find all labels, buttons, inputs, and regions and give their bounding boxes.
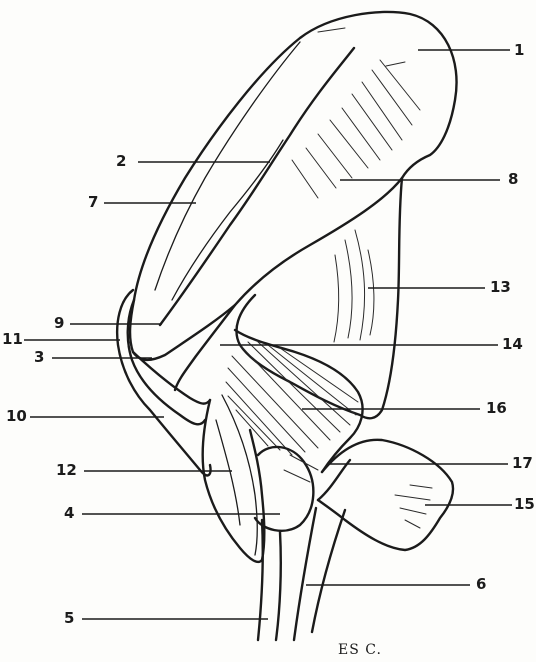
- leader-lines: [24, 50, 512, 619]
- label-13: 13: [490, 278, 511, 296]
- label-17: 17: [512, 454, 533, 472]
- radius-bone: [258, 520, 263, 640]
- label-4: 4: [64, 504, 74, 522]
- triceps-outline: [236, 178, 402, 418]
- deltoid-outline: [130, 12, 457, 360]
- label-16: 16: [486, 399, 507, 417]
- label-3: 3: [34, 348, 44, 366]
- label-7: 7: [88, 193, 98, 211]
- label-15: 15: [514, 495, 535, 513]
- artist-signature: ES C.: [338, 642, 382, 658]
- radial-contour: [128, 300, 205, 424]
- brachialis-striations: [226, 342, 358, 455]
- label-6: 6: [476, 575, 486, 593]
- radius-bone-edge: [276, 532, 281, 640]
- label-11: 11: [2, 330, 23, 348]
- label-8: 8: [508, 170, 518, 188]
- label-1: 1: [514, 41, 524, 59]
- band-9: [175, 305, 235, 390]
- label-group: 1 2 7 8 9 11 3 10 12 4 5 6 13 14 16 17 1…: [2, 41, 535, 627]
- biceps-inner-line-2: [155, 42, 300, 290]
- label-2: 2: [116, 152, 126, 170]
- label-5: 5: [64, 609, 74, 627]
- triceps-hatching: [334, 230, 374, 342]
- label-9: 9: [54, 314, 64, 332]
- ulna-bone-edge: [312, 510, 345, 632]
- label-10: 10: [6, 407, 27, 425]
- forearm-line-2: [216, 420, 240, 525]
- anatomy-illustration: [117, 12, 456, 640]
- tendon-inner: [318, 460, 350, 500]
- deltoid-hatching: [292, 28, 420, 198]
- label-12: 12: [56, 461, 77, 479]
- label-14: 14: [502, 335, 523, 353]
